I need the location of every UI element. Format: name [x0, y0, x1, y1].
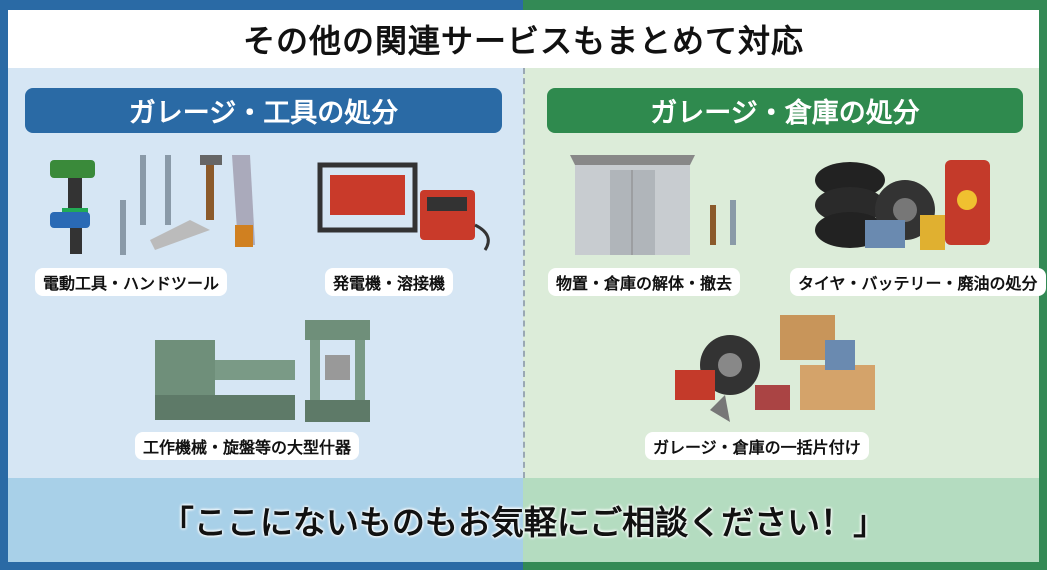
section-title-tools: ガレージ・工具の処分 — [25, 88, 502, 133]
item-label-power-tools: 電動工具・ハンドツール — [35, 268, 228, 296]
lathe-press-icon — [155, 320, 370, 422]
section-title-warehouse: ガレージ・倉庫の処分 — [547, 88, 1023, 133]
item-label-tires-battery-oil: タイヤ・バッテリー・廃油の処分 — [790, 268, 1046, 296]
footer-band-right — [523, 478, 1039, 562]
item-label-machine-tools: 工作機械・旋盤等の大型什器 — [135, 432, 360, 460]
tires-battery-oil-icon — [815, 160, 990, 250]
storage-shed-icon — [570, 155, 736, 255]
item-label-bulk-cleanup: ガレージ・倉庫の一括片付け — [645, 432, 869, 460]
item-label-shed-demolition: 物置・倉庫の解体・撤去 — [548, 268, 741, 296]
footer-message: 「ここにないものもお気軽にご相談ください！」 — [160, 503, 887, 542]
item-label-generator: 発電機・溶接機 — [325, 268, 454, 296]
power-tools-icon — [50, 155, 255, 255]
generator-welder-icon — [317, 162, 490, 251]
junk-pile-icon — [675, 315, 875, 422]
footer-band-left — [8, 478, 523, 562]
divider — [523, 68, 525, 478]
page-title: その他の関連サービスもまとめて対応 — [8, 10, 1039, 68]
